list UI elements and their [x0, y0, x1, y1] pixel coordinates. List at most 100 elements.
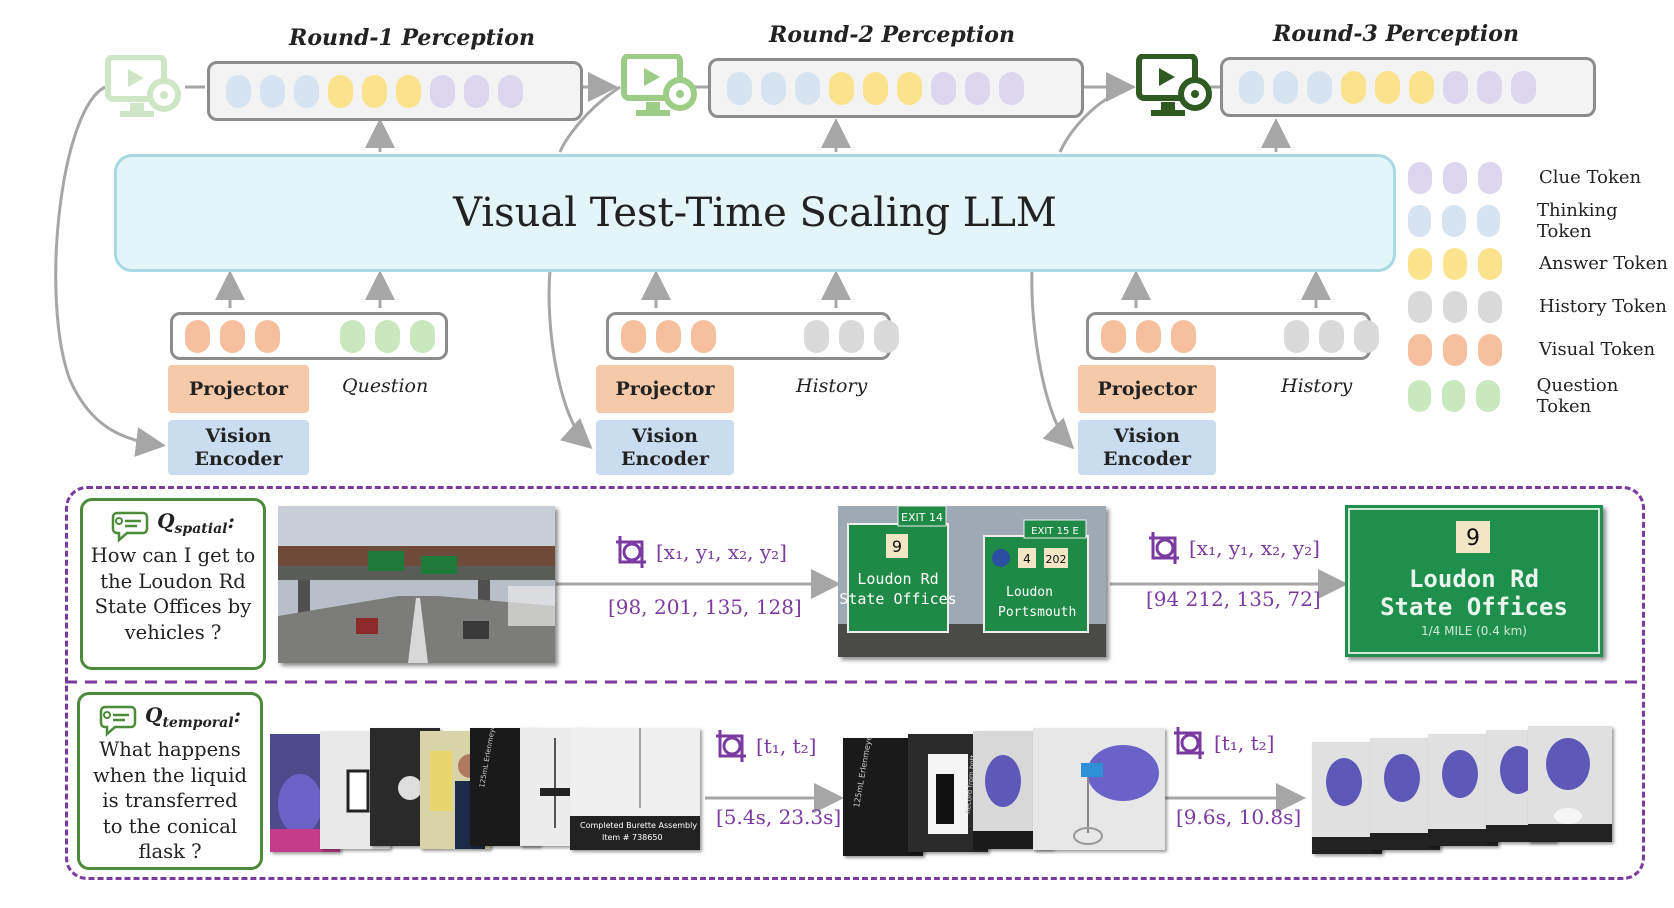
sign-crop-1: EXIT 14 9 Loudon Rd State Offices EXIT 1… — [838, 506, 1106, 657]
question-token — [375, 319, 400, 353]
spatial-coord-value-2: [94 212, 135, 72] — [1146, 587, 1321, 611]
spatial-q-label: Qspatial: — [157, 509, 235, 538]
legend-thinking: Thinking Token — [1408, 199, 1674, 242]
svg-text:Portsmouth: Portsmouth — [998, 605, 1076, 620]
visual-token — [220, 319, 245, 353]
spatial-coord-label-1: [x₁, y₁, x₂, y₂] — [612, 532, 787, 572]
visual-token — [621, 319, 646, 353]
round-2-title: Round-2 Perception — [769, 22, 1015, 48]
highway-photo — [278, 506, 555, 663]
spatial-question-line: the Loudon Rd — [100, 569, 246, 593]
temporal-question-line: when the liquid — [93, 763, 247, 787]
spatial-question-box: Qspatial: How can I get to the Loudon Rd… — [80, 498, 266, 670]
temporal-time-value-1: [5.4s, 23.3s] — [716, 805, 842, 829]
crop-magnifier-icon — [616, 536, 646, 568]
visual-token — [1136, 319, 1161, 353]
thinking-token — [1239, 70, 1264, 104]
round-1-token-bar — [207, 61, 583, 121]
round-2-token-bar — [708, 58, 1084, 118]
history-token — [839, 319, 864, 353]
round-3-title: Round-3 Perception — [1273, 21, 1519, 47]
monitor-round3-icon — [1136, 54, 1212, 116]
svg-text:1/4 MILE (0.4 km): 1/4 MILE (0.4 km) — [1421, 624, 1527, 638]
thinking-token — [260, 74, 285, 108]
svg-text:State Offices: State Offices — [839, 590, 956, 608]
history-token — [874, 319, 899, 353]
svg-text:EXIT 14: EXIT 14 — [901, 511, 943, 524]
spatial-question-line: State Offices by — [94, 595, 252, 618]
thinking-token — [226, 74, 251, 108]
monitor-round1-icon — [105, 55, 181, 117]
temporal-question-line: What happens — [99, 738, 241, 761]
arrow-loop-round2 — [547, 85, 621, 445]
temporal-q-label: Qtemporal: — [145, 703, 241, 732]
legend: Clue Token Thinking Token Answer Token H… — [1408, 156, 1674, 421]
svg-text:9: 9 — [892, 537, 902, 556]
spatial-question-line: vehicles ? — [124, 620, 222, 644]
question-token — [410, 319, 435, 353]
answer-token — [897, 71, 922, 105]
spatial-question-line: How can I get to — [90, 544, 256, 567]
answer-token — [829, 71, 854, 105]
answer-token — [396, 74, 421, 108]
temporal-question-line: flask ? — [138, 840, 202, 863]
legend-question: Question Token — [1408, 371, 1674, 421]
llm-label: Visual Test-Time Scaling LLM — [453, 190, 1057, 236]
chat-bubble-icon — [111, 511, 149, 543]
legend-answer: Answer Token — [1408, 242, 1674, 285]
input-token-bar-2 — [606, 312, 899, 360]
video-frame — [1528, 726, 1612, 842]
legend-clue: Clue Token — [1408, 156, 1674, 199]
svg-text:9: 9 — [1466, 526, 1480, 551]
arrow-loop-round1 — [54, 85, 166, 457]
clue-token — [1511, 70, 1536, 104]
projector-3: Projector — [1078, 365, 1216, 413]
temporal-question-box: Qtemporal: What happens when the liquid … — [77, 692, 263, 870]
video-frames-full: 125mL Erlenmeyer flask Completed Burette… — [270, 728, 702, 862]
history-token — [1354, 319, 1379, 353]
question-side-label: Question — [342, 375, 429, 397]
thinking-token — [294, 74, 319, 108]
svg-text:202: 202 — [1046, 553, 1067, 566]
answer-token — [1375, 70, 1400, 104]
visual-token — [1101, 319, 1126, 353]
video-frames-clip-1: 125mL Erlenmeyer flask Record from bott — [843, 728, 1165, 862]
svg-text:4: 4 — [1023, 552, 1031, 566]
history-token — [1319, 319, 1344, 353]
crop-magnifier-icon — [716, 730, 746, 762]
monitor-round2-icon — [621, 54, 697, 116]
clue-token — [430, 74, 455, 108]
input-token-bar-3 — [1086, 312, 1379, 360]
sign-crop-2: 9 Loudon Rd State Offices 1/4 MILE (0.4 … — [1345, 505, 1603, 657]
thinking-token — [1273, 70, 1298, 104]
question-token — [340, 319, 365, 353]
video-frames-clip-2 — [1312, 726, 1612, 862]
history-side-label-2: History — [796, 375, 868, 397]
temporal-time-label-1: [t₁, t₂] — [712, 726, 816, 766]
round-3-token-bar — [1220, 57, 1596, 117]
clue-token — [464, 74, 489, 108]
svg-text:Loudon Rd: Loudon Rd — [1409, 565, 1539, 593]
legend-history: History Token — [1408, 285, 1674, 328]
svg-text:EXIT 15 E: EXIT 15 E — [1031, 526, 1079, 537]
crop-magnifier-icon — [1174, 727, 1204, 759]
temporal-question-line: to the conical — [102, 814, 238, 838]
thinking-token — [1307, 70, 1332, 104]
svg-text:Completed Burette Assembly: Completed Burette Assembly — [580, 821, 697, 830]
temporal-question-line: is transferred — [102, 789, 238, 812]
history-token — [1284, 319, 1309, 353]
spatial-coord-label-2: [x₁, y₁, x₂, y₂] — [1145, 528, 1320, 568]
clue-token — [999, 71, 1024, 105]
chat-bubble-icon — [99, 705, 137, 737]
clue-token — [931, 71, 956, 105]
visual-token — [255, 319, 280, 353]
clue-token — [1477, 70, 1502, 104]
answer-token — [362, 74, 387, 108]
thinking-token — [795, 71, 820, 105]
projector-2: Projector — [596, 365, 734, 413]
